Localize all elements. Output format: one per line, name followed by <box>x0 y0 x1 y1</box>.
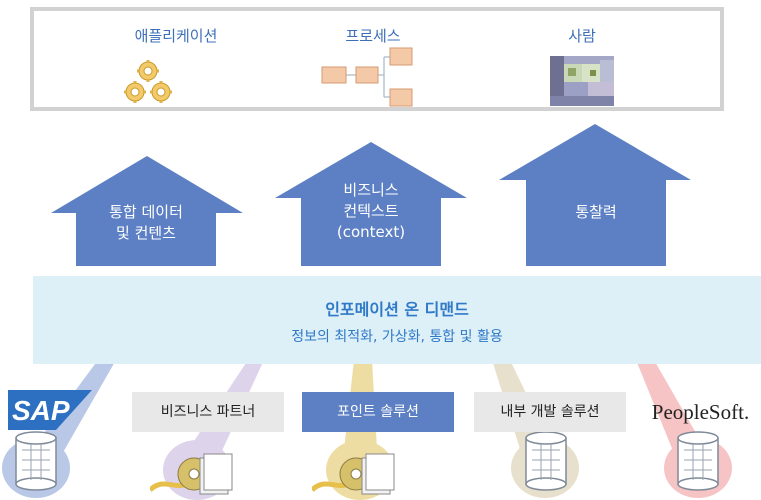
people-label: 사람 <box>568 27 596 45</box>
media-files-icon-partner <box>150 453 233 495</box>
arrow1-line1: 통합 데이터 <box>109 203 183 221</box>
peoplesoft-logo: PeopleSoft. <box>651 400 750 424</box>
arrow1-line2: 및 컨텐츠 <box>116 224 176 242</box>
arrow2-line1: 비즈니스 <box>343 181 399 199</box>
internal-solution-label: 내부 개발 솔루션 <box>474 392 626 432</box>
point-solution-label: 포인트 솔루션 <box>302 392 454 432</box>
arrow2-line2: 컨텍스트 <box>343 202 399 220</box>
arrow2-line3: (context) <box>336 223 406 241</box>
business-partner-label: 비즈니스 파트너 <box>132 392 284 432</box>
arrows-layer <box>51 124 691 266</box>
database-icon-sap <box>15 431 57 491</box>
sap-logo: SAP <box>8 390 92 430</box>
arrow2-text: 비즈니스 컨텍스트 (context) <box>301 180 441 243</box>
top-layer-box: 애플리케이션 프로세스 사람 <box>30 7 724 111</box>
database-icon-internal <box>525 431 567 491</box>
arrow-integrated-data <box>51 156 243 266</box>
gears-icon <box>124 60 172 103</box>
media-files-icon-point <box>312 453 395 495</box>
database-icon-peoplesoft <box>677 431 719 491</box>
applications-label: 애플리케이션 <box>134 27 218 45</box>
arrow-business-context <box>275 142 467 266</box>
arrow1-text: 통합 데이터 및 컨텐츠 <box>76 202 216 244</box>
banner-title: 인포메이션 온 디맨드 <box>325 300 469 319</box>
arrow3-text: 통찰력 <box>575 203 617 221</box>
sap-logo-text: SAP <box>12 395 70 426</box>
process-flow-icon <box>321 47 413 107</box>
banner-subtitle: 정보의 최적화, 가상화, 통합 및 활용 <box>291 329 503 345</box>
information-on-demand-banner: 인포메이션 온 디맨드 정보의 최적화, 가상화, 통합 및 활용 <box>33 276 761 364</box>
process-label: 프로세스 <box>345 27 401 45</box>
people-photo-icon <box>550 56 614 106</box>
arrow-insight <box>499 124 691 266</box>
